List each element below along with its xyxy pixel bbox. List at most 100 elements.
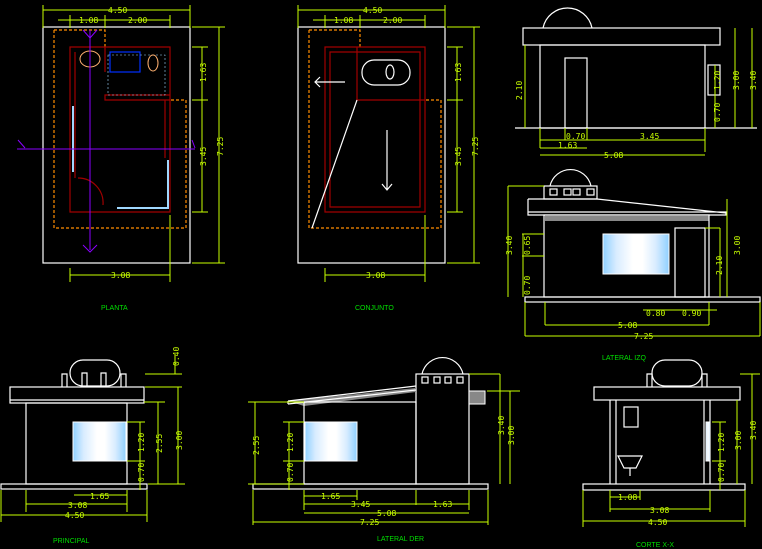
corte-section: 1.20 0.70 3.00 3.40 1.08 3.08 4.50 CORTE… xyxy=(582,359,760,549)
dim-label: 3.08 xyxy=(111,271,130,280)
arrow-left-icon xyxy=(314,76,345,88)
dim-label: 1.65 xyxy=(321,492,340,501)
dim-label: 3.45 xyxy=(640,132,659,141)
roof-slope-line xyxy=(311,99,358,229)
title-lateral-der: LATERAL DER xyxy=(377,536,424,543)
dim-label: 1.08 xyxy=(334,16,353,25)
window xyxy=(117,160,169,209)
dim-label: 2.55 xyxy=(252,436,261,455)
dim-label: 3.40 xyxy=(749,421,758,440)
water-tank xyxy=(651,359,703,387)
rear-elevation: 2.10 0.70 3.45 1.63 5.08 1.20 0.70 3.00 … xyxy=(515,7,758,160)
dim-label: 7.25 xyxy=(360,518,379,527)
dim-label: 1.20 xyxy=(137,433,146,452)
window xyxy=(707,64,721,96)
dim-label: 2.00 xyxy=(383,16,402,25)
door xyxy=(564,57,588,129)
dim-label: 3.45 xyxy=(199,147,208,166)
dim-label: 3.40 xyxy=(749,71,758,90)
title-corte: CORTE X-X xyxy=(636,542,674,549)
dim-width: 4.50 xyxy=(108,6,127,15)
toilet-icon xyxy=(147,54,159,72)
dim-label: 7.25 xyxy=(216,137,225,156)
dim-label: 1.20 xyxy=(286,433,295,452)
dim-label: 1.65 xyxy=(90,492,109,501)
water-tank xyxy=(69,359,121,387)
dim-label: 4.50 xyxy=(363,6,382,15)
dim-label: 1.63 xyxy=(433,500,452,509)
dim-label: 2.55 xyxy=(155,434,164,453)
dim-label: 3.00 xyxy=(733,236,742,255)
dim-label: 2.10 xyxy=(715,256,724,275)
dim-label: 4.50 xyxy=(648,518,667,527)
dim-label: 2.00 xyxy=(128,16,147,25)
dim-label: 3.08 xyxy=(366,271,385,280)
title-lateral-izq: LATERAL IZQ xyxy=(602,355,647,362)
title-planta: PLANTA xyxy=(101,305,128,312)
door-swing xyxy=(77,177,104,206)
walls xyxy=(69,46,171,213)
dim-label: 3.40 xyxy=(505,236,514,255)
principal-elevation: 0.40 1.20 0.70 2.55 3.00 1.65 3.08 4.50 … xyxy=(0,347,185,545)
sink-icon xyxy=(617,455,643,476)
dim-label: 1.63 xyxy=(454,63,463,82)
dim-label: 3.08 xyxy=(68,501,87,510)
lot-boundary xyxy=(297,26,446,264)
dim-label: 4.50 xyxy=(65,511,84,520)
dim-label: 0.70 xyxy=(717,463,726,482)
dim-label: 3.00 xyxy=(734,431,743,450)
water-tank xyxy=(542,7,593,29)
dim-label: 3.08 xyxy=(650,506,669,515)
dim-label: 3.00 xyxy=(732,71,741,90)
dim-label: 3.45 xyxy=(351,500,370,509)
planta-floor-plan: 4.50 1.08 2.00 1.63 3.45 7.25 3.08 PLANT… xyxy=(17,5,225,312)
dim-label: 1.63 xyxy=(199,63,208,82)
title-conjunto: CONJUNTO xyxy=(355,305,394,312)
shower xyxy=(109,51,141,73)
dim-label: 1.63 xyxy=(558,141,577,150)
title-principal: PRINCIPAL xyxy=(53,538,90,545)
roof-outline xyxy=(308,29,442,229)
dim-label: 3.00 xyxy=(507,426,516,445)
dim-label: 5.08 xyxy=(618,321,637,330)
section-marker-icon xyxy=(17,29,196,253)
window xyxy=(705,421,711,462)
lateral-izq-elevation: 3.40 0.65 0.70 2.10 3.00 0.80 0.90 5.08 … xyxy=(505,169,761,362)
arrow-down-icon xyxy=(381,130,393,191)
dim-label: 3.40 xyxy=(497,416,506,435)
vent-window xyxy=(623,406,639,428)
water-tank xyxy=(421,357,464,375)
tank-lid xyxy=(385,64,395,80)
dim-label: 0.70 xyxy=(713,103,722,122)
dim-label: 3.45 xyxy=(454,147,463,166)
roof-outline xyxy=(53,29,187,229)
dim-label: 7.25 xyxy=(471,137,480,156)
window xyxy=(602,233,670,275)
lateral-der-elevation: 2.55 1.20 0.70 3.00 3.40 1.65 3.45 1.63 … xyxy=(248,357,520,543)
dim-label: 0.70 xyxy=(137,463,146,482)
dim-label: 3.00 xyxy=(175,431,184,450)
tile-grid xyxy=(107,54,166,96)
dim-label: 1.20 xyxy=(717,433,726,452)
dim-label: 0.70 xyxy=(286,463,295,482)
dim-label: 0.80 xyxy=(646,309,665,318)
dim-label: 0.90 xyxy=(682,309,701,318)
lot-boundary xyxy=(42,26,191,264)
dim-label: 1.20 xyxy=(713,71,722,90)
window xyxy=(72,421,127,462)
conjunto-site-plan: 4.50 1.08 2.00 1.63 3.45 7.25 3.08 CONJU… xyxy=(297,5,480,312)
dim-label: 5.08 xyxy=(377,509,396,518)
dim-label: 2.10 xyxy=(515,81,524,100)
dim-label: 1.08 xyxy=(79,16,98,25)
dim-label: 5.08 xyxy=(604,151,623,160)
dim-label: 0.40 xyxy=(172,347,181,366)
door xyxy=(674,227,706,298)
dim-label: 0.70 xyxy=(523,276,532,295)
dim-label: 7.25 xyxy=(634,332,653,341)
dim-label: 0.65 xyxy=(523,236,532,255)
dim-label: 1.08 xyxy=(618,493,637,502)
water-tank xyxy=(361,59,411,86)
dim-label: 0.70 xyxy=(566,132,585,141)
window xyxy=(304,421,358,462)
